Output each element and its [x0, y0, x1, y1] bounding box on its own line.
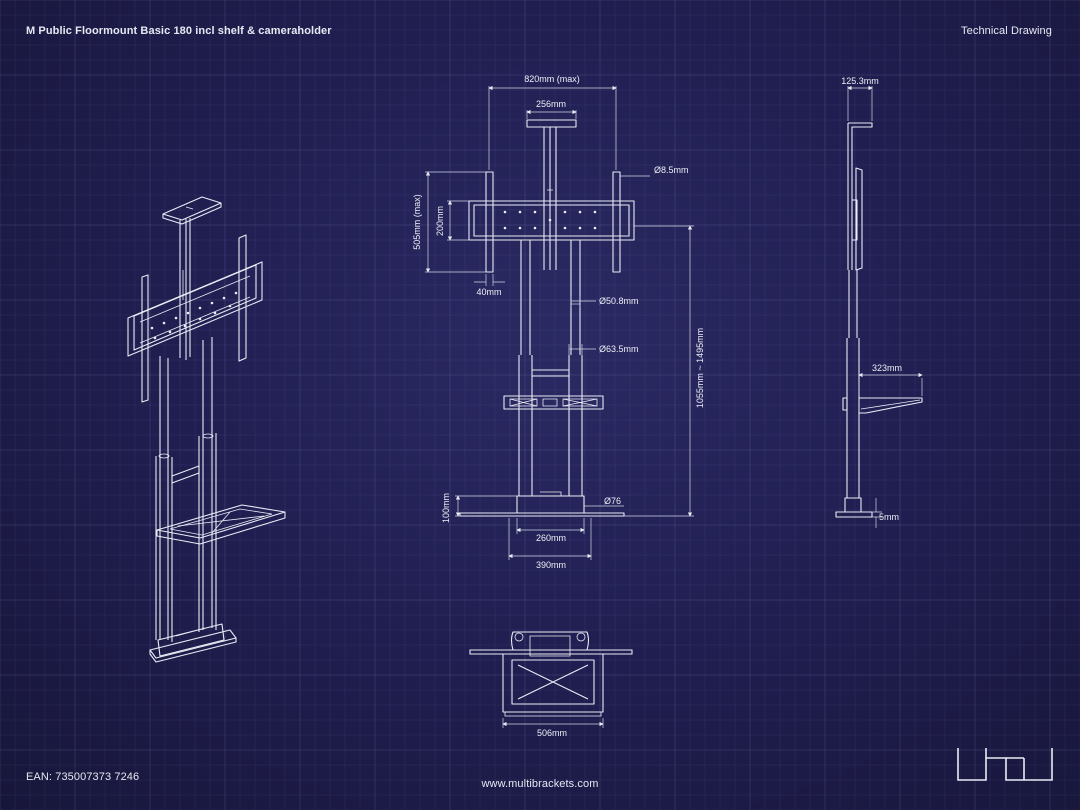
dim-plate-thickness: 5mm	[879, 512, 899, 522]
brand-logo-icon	[957, 748, 1053, 781]
dimension-lines	[425, 85, 923, 728]
dim-depth-top: 125.3mm	[841, 76, 879, 86]
website-url: www.multibrackets.com	[481, 778, 599, 790]
dim-base-tube: Ø76	[604, 496, 621, 506]
dim-base-inner: 260mm	[536, 533, 566, 543]
dim-offset-40: 40mm	[476, 287, 501, 297]
top-view	[469, 631, 633, 717]
dim-base-height: 100mm	[441, 493, 451, 523]
dim-tube-upper: Ø50.8mm	[599, 296, 639, 306]
dim-shelf-width: 506mm	[537, 728, 567, 738]
product-title: M Public Floormount Basic 180 incl shelf…	[26, 25, 332, 37]
dim-tube-lower: Ø63.5mm	[599, 344, 639, 354]
dim-height-range: 1055mm ~ 1495mm	[695, 328, 705, 408]
dim-shelf-depth: 323mm	[872, 363, 902, 373]
front-view	[459, 119, 635, 517]
ean-code: EAN: 735007373 7246	[26, 771, 140, 783]
dim-hole-diameter: Ø8.5mm	[654, 165, 689, 175]
dimension-labels: 820mm (max) 256mm Ø8.5mm 505mm (max) 200…	[412, 74, 902, 738]
dim-height-200: 200mm	[435, 206, 445, 236]
dim-height-max: 505mm (max)	[412, 194, 422, 250]
dim-base-outer: 390mm	[536, 560, 566, 570]
side-view	[835, 122, 923, 518]
isometric-view	[127, 196, 286, 663]
dim-camera-width: 256mm	[536, 99, 566, 109]
dim-width-max: 820mm (max)	[524, 74, 580, 84]
document-type: Technical Drawing	[961, 25, 1052, 37]
